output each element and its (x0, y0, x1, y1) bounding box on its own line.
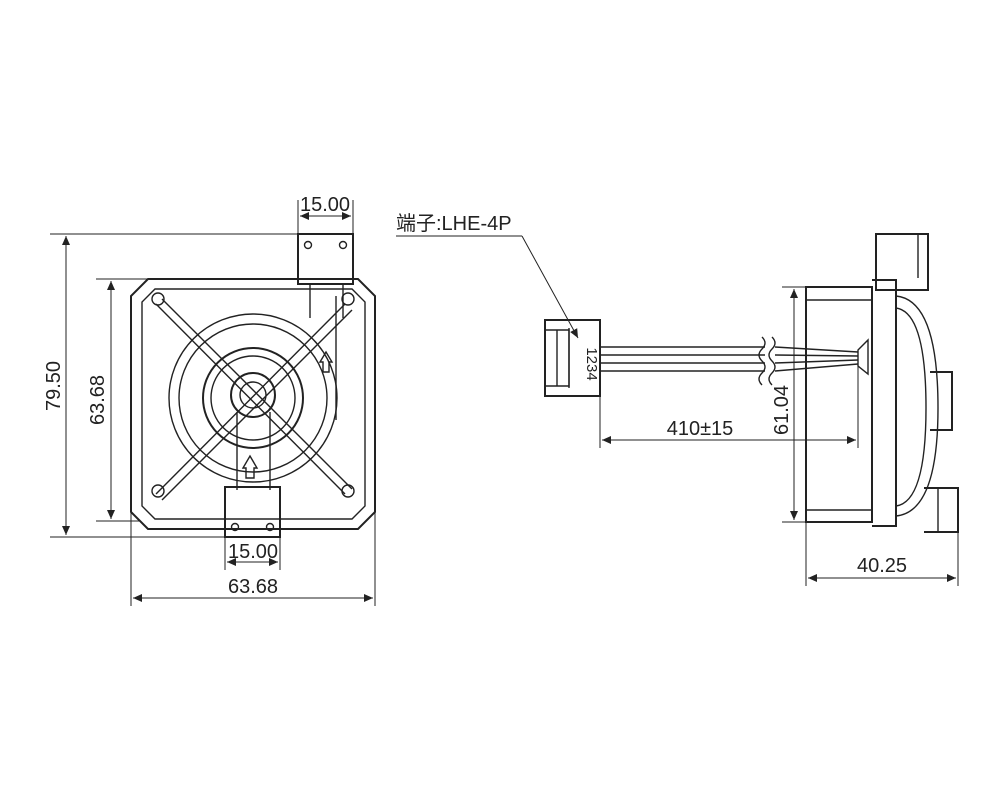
break-mark (768, 336, 776, 386)
dim-side-depth: 40.25 (857, 555, 907, 577)
break-mark (758, 336, 766, 386)
dim-outlet-top-width: 15.00 (300, 194, 350, 216)
housing-outline (130, 278, 376, 530)
dim-width-body: 63.68 (228, 576, 278, 598)
dim-height-body: 63.68 (87, 375, 109, 425)
wire-bundle (600, 336, 859, 386)
grommet (857, 338, 869, 376)
housing-inner-outline (141, 288, 366, 520)
bottom-duct (236, 412, 271, 490)
bottom-outlet-hole (230, 522, 240, 532)
flow-arrow-icon (318, 350, 334, 373)
motor-flange (872, 279, 897, 527)
flange-bulge-inner (895, 307, 927, 507)
top-outlet-hole (303, 240, 313, 250)
bottom-outlet-hole (265, 522, 275, 532)
connector-latch (544, 320, 570, 387)
corner-screw-br (341, 484, 355, 498)
corner-screw-tr (341, 292, 355, 306)
side-hub (930, 371, 953, 431)
support-struts (155, 298, 353, 501)
hub (230, 372, 276, 418)
top-duct (309, 284, 344, 318)
dim-outlet-bottom-width: 15.00 (228, 541, 278, 563)
motor-casing (805, 286, 873, 523)
flange-bulge (895, 295, 939, 517)
terminal-label: 端子:LHE-4P (396, 212, 512, 235)
impeller-ring-3 (202, 347, 304, 449)
side-view: 端子:LHE-4P 1234 (396, 212, 959, 586)
bottom-outlet (224, 486, 281, 538)
impeller-ring-outer (168, 313, 338, 483)
front-view: 79.50 63.68 15.00 15.00 63.68 (43, 194, 376, 606)
dim-height-overall: 79.50 (43, 361, 65, 411)
dim-cable-length: 410±15 (667, 418, 734, 440)
top-outlet (297, 233, 354, 285)
hub-inner (239, 381, 267, 409)
leader-line (521, 235, 579, 339)
impeller-ring-2 (178, 323, 328, 473)
dim-side-height: 61.04 (771, 385, 793, 435)
impeller-ring-inner (210, 355, 296, 441)
flow-arrow-icon (241, 454, 259, 479)
side-top-outlet (875, 233, 929, 291)
corner-screw-bl (151, 484, 165, 498)
wires-converging (774, 346, 859, 372)
top-outlet-hole (338, 240, 348, 250)
corner-screw-tl (151, 292, 165, 306)
side-bottom-outlet (924, 487, 959, 533)
pin-numbers: 1234 (583, 347, 600, 380)
